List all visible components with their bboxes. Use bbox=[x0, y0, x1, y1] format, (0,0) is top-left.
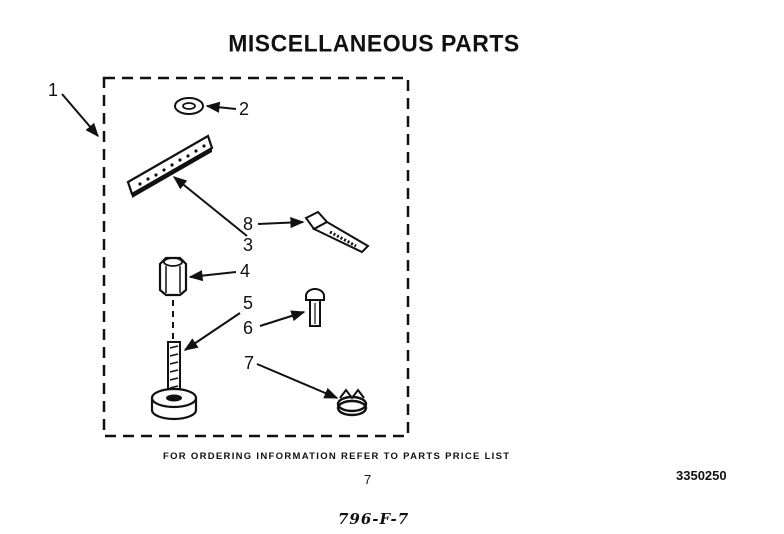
ordering-info-note: FOR ORDERING INFORMATION REFER TO PARTS … bbox=[163, 451, 511, 462]
part-5-leveling-leg bbox=[150, 341, 198, 421]
part-8-cable-tie bbox=[304, 210, 370, 254]
part-2-clip bbox=[174, 97, 204, 115]
part-3-strap bbox=[126, 134, 214, 198]
page-number: 7 bbox=[364, 472, 372, 487]
leader-1 bbox=[61, 93, 99, 138]
leader-4 bbox=[188, 270, 237, 282]
callout-3: 3 bbox=[243, 235, 254, 255]
leader-7 bbox=[256, 363, 339, 399]
callout-1: 1 bbox=[48, 80, 59, 100]
callout-2: 2 bbox=[239, 99, 250, 119]
leader-8 bbox=[257, 216, 305, 229]
callout-6: 6 bbox=[243, 318, 254, 338]
leader-3 bbox=[172, 176, 248, 237]
part-4-hex-nut bbox=[158, 256, 188, 297]
diagram-title: MISCELLANEOUS PARTS bbox=[228, 29, 520, 57]
callout-5: 5 bbox=[243, 293, 254, 313]
kit-boundary bbox=[102, 76, 410, 438]
leader-5 bbox=[183, 312, 241, 351]
callout-7: 7 bbox=[244, 353, 255, 373]
handwritten-code: 796-F-7 bbox=[338, 510, 410, 528]
callout-4: 4 bbox=[240, 261, 251, 281]
part-6-screw bbox=[305, 288, 325, 327]
leader-2 bbox=[205, 101, 237, 113]
leader-6 bbox=[259, 310, 306, 327]
part-7-clamp bbox=[336, 388, 368, 417]
part-number: 3350250 bbox=[676, 468, 727, 483]
callout-8: 8 bbox=[243, 214, 254, 234]
